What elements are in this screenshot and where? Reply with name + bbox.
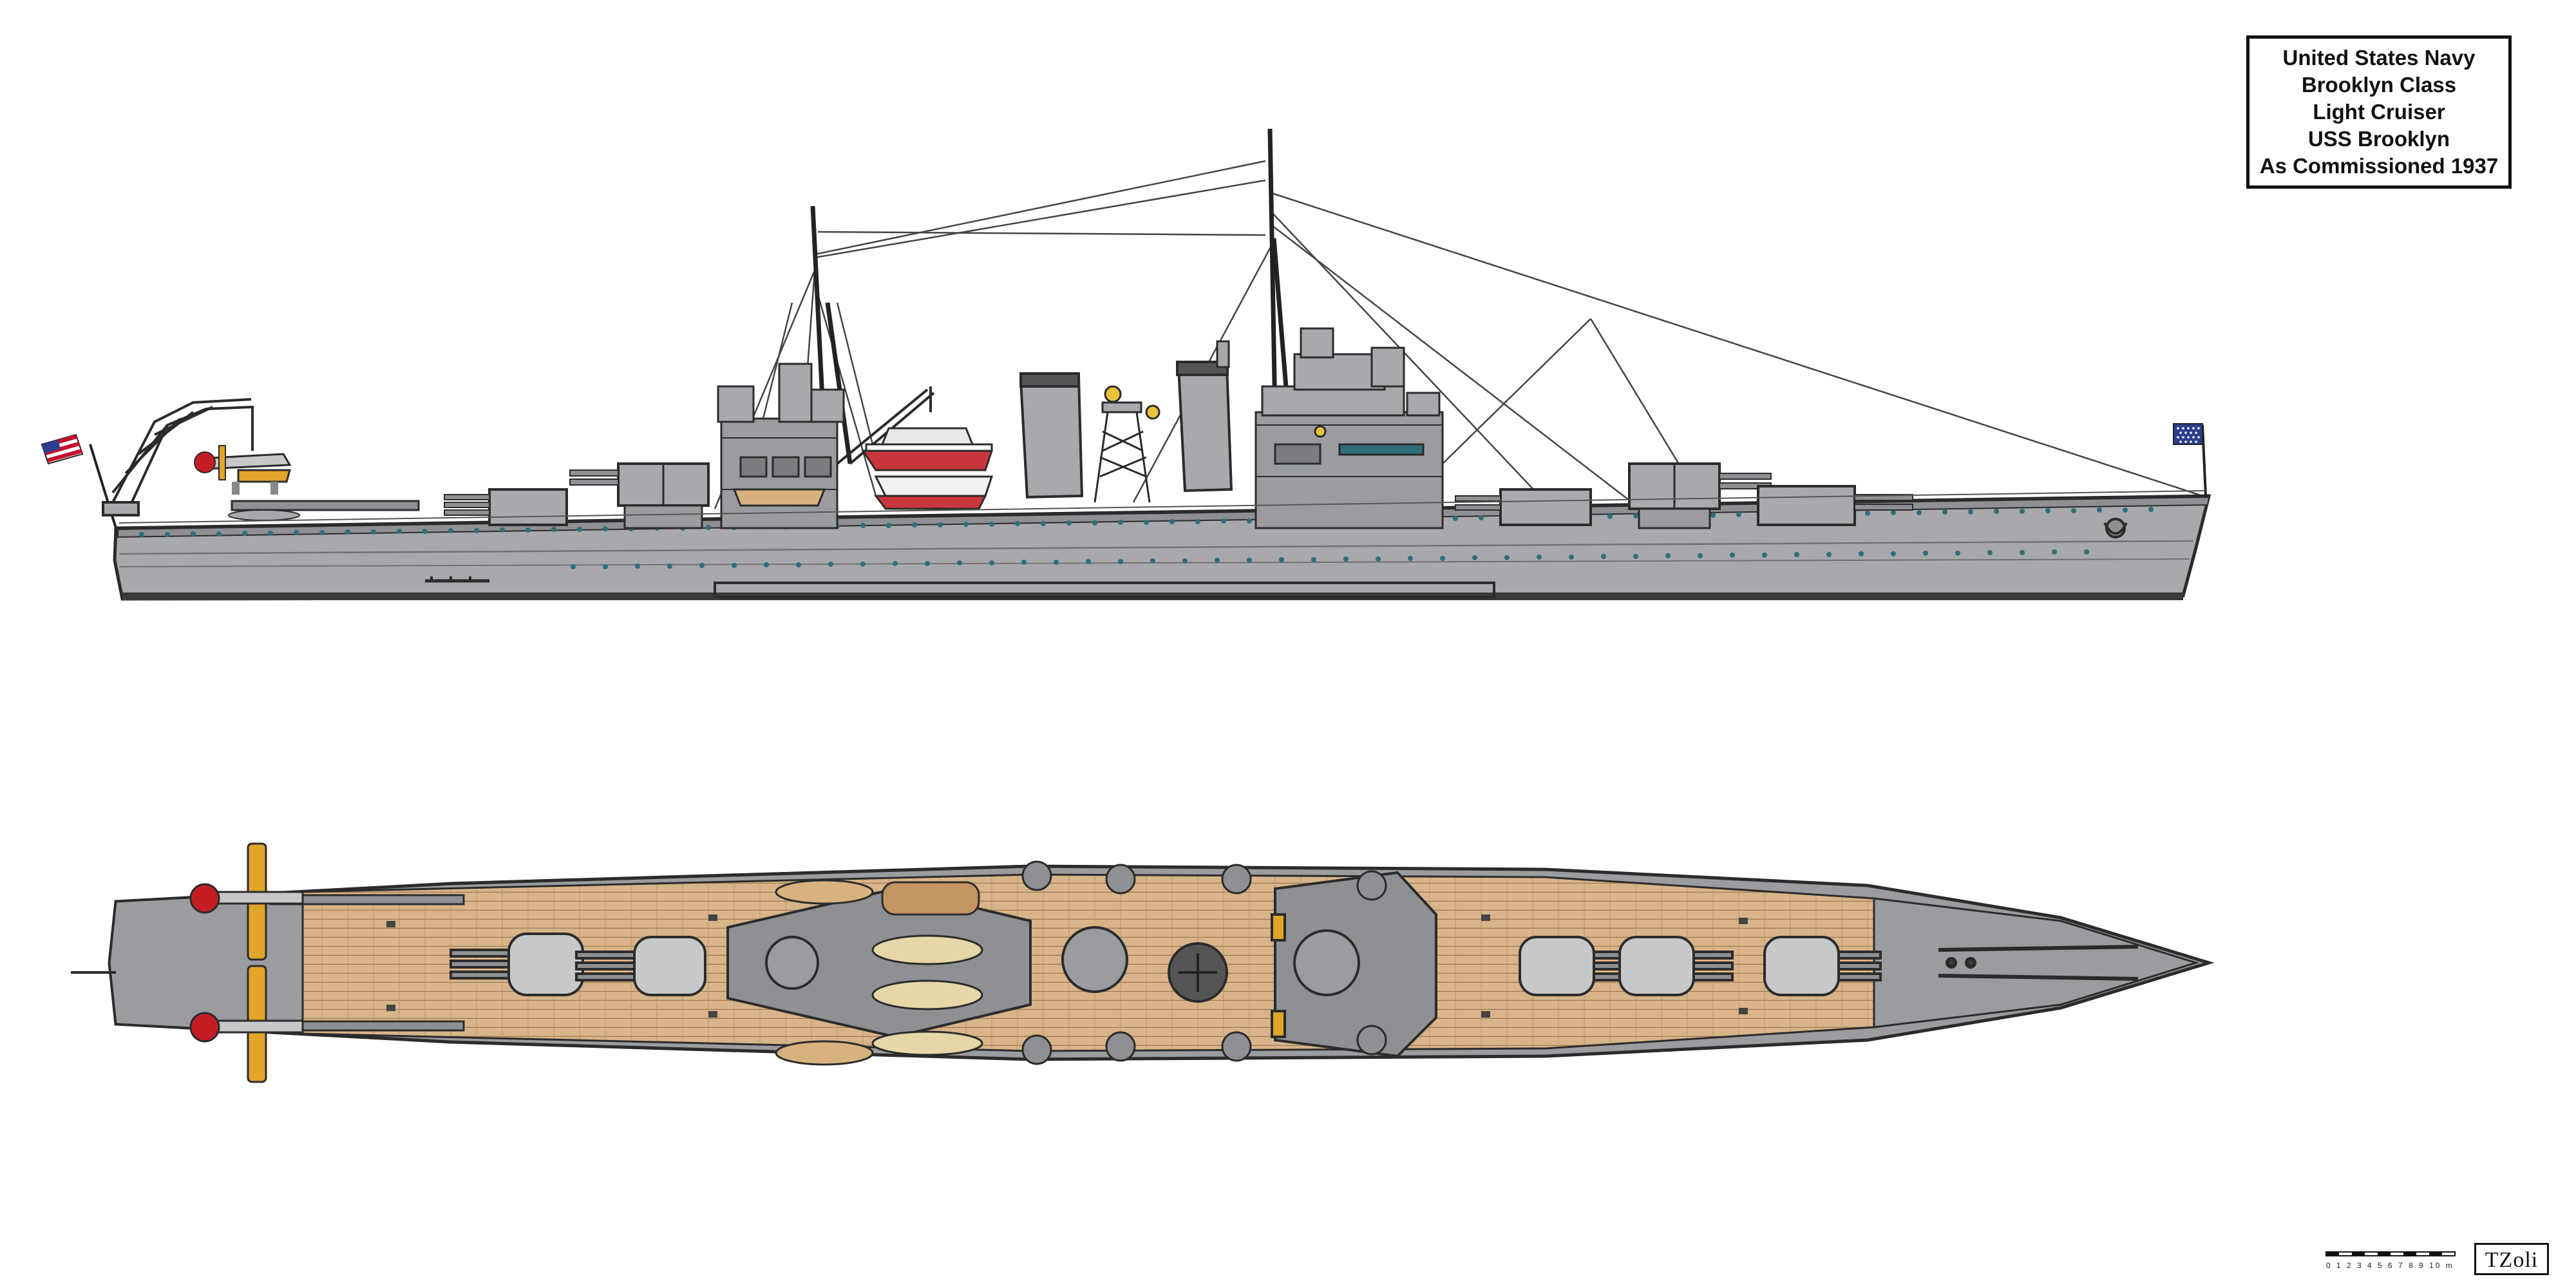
- bridge-superstructure: [1216, 327, 1444, 529]
- aft-funnel: [1019, 372, 1084, 499]
- bow-jack: [2173, 423, 2207, 497]
- scale-bar: [2325, 1251, 2456, 1256]
- aft-superstructure: [717, 363, 845, 529]
- side-profile-view: [41, 128, 2211, 601]
- anchor-chains-plan: [1938, 945, 2139, 981]
- plan-view: [71, 842, 2215, 1083]
- forecastle-steel: [1873, 897, 2200, 1028]
- title-line-class: Brooklyn Class: [2301, 73, 2457, 97]
- boats-plan: [775, 879, 983, 1066]
- bridge-plan: [1271, 871, 1437, 1058]
- boats-side: [732, 427, 994, 510]
- turret-fwd-low: [1455, 488, 1592, 526]
- searchlight-tower: [1094, 385, 1160, 503]
- turret-plan-fwd-2: [1618, 936, 1734, 996]
- secondary-guns-plan: [1021, 860, 1387, 1065]
- portholes-lower: [571, 549, 2089, 569]
- turret-plan-fwd-1: [1519, 936, 1634, 996]
- seaplane-plan-upper: [189, 842, 304, 961]
- stern-flag: [41, 433, 117, 529]
- scale-bar-labels: 0 1 2 3 4 5 6 7 8 9 10 m: [2326, 1261, 2454, 1270]
- title-line-ship-name: USS Brooklyn: [2307, 127, 2450, 151]
- artist-signature-text: TZoli: [2485, 1248, 2539, 1272]
- turret-fwd-high: [1628, 462, 1772, 529]
- rigging-wires: [714, 160, 2203, 516]
- seaplane-side: [194, 445, 292, 495]
- turret-aft-high: [569, 462, 710, 529]
- deck-fittings: [386, 914, 1748, 1018]
- seaplane-plan-lower: [189, 965, 304, 1083]
- title-block: United States Navy Brooklyn Class Light …: [2246, 35, 2512, 189]
- turret-fwd-front: [1757, 485, 1913, 526]
- title-line-configuration: As Commissioned 1937: [2259, 154, 2499, 178]
- catapults-side: [228, 500, 420, 521]
- deck-railing: [118, 490, 2206, 524]
- artist-signature: TZoli: [2474, 1243, 2549, 1275]
- aircraft-crane: [102, 398, 254, 516]
- turret-aft-low: [444, 488, 568, 526]
- fore-funnel: [1176, 361, 1233, 493]
- turret-plan-fwd-3: [1763, 936, 1882, 996]
- title-line-type: Light Cruiser: [2313, 100, 2445, 124]
- title-line-navy: United States Navy: [2282, 46, 2476, 70]
- turret-plan-aft-2: [575, 936, 706, 996]
- anchor-icon: [2103, 518, 2128, 538]
